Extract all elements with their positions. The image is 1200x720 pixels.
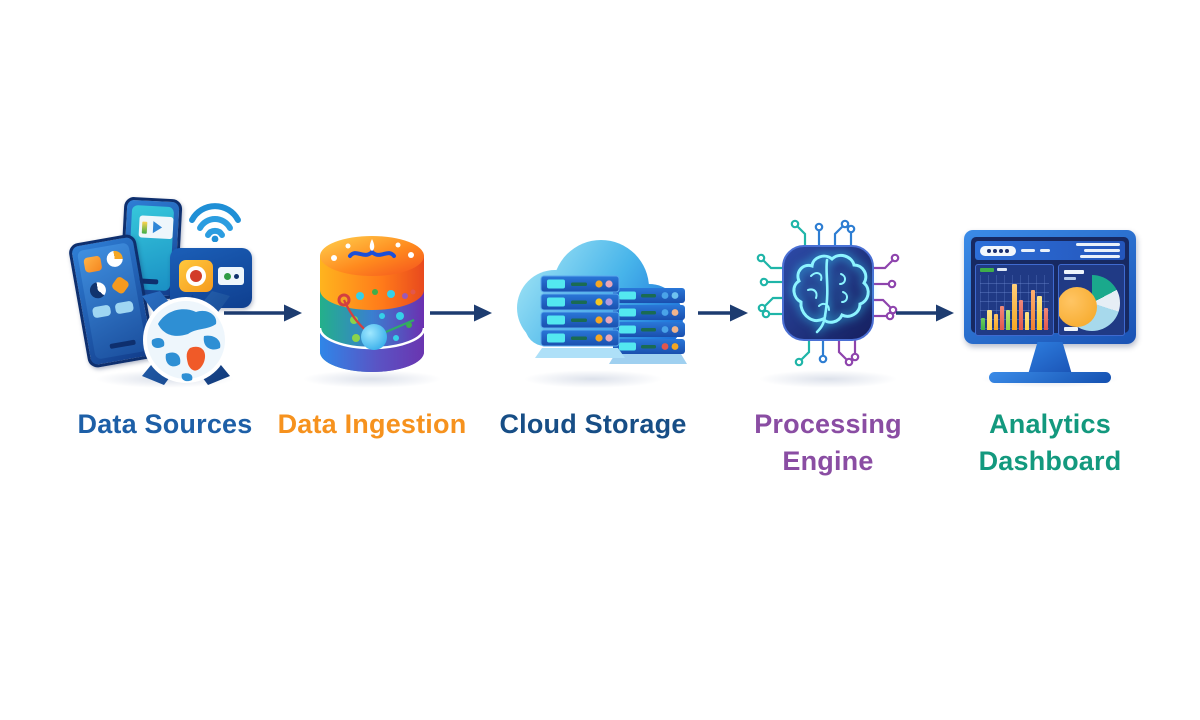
flow-arrow-icon (698, 304, 748, 322)
dashboard-monitor-icon (962, 230, 1138, 390)
globe-icon (142, 291, 230, 385)
analytics-dashboard-icon (950, 190, 1150, 390)
stage-label: Data Sources (77, 409, 253, 439)
stage-label: Analytics Dashboard (978, 409, 1122, 476)
server-rack-right (609, 288, 687, 364)
data-sources-icon (60, 190, 270, 390)
stage-label: Processing Engine (754, 409, 902, 476)
stage-data-sources: Data Sources (60, 190, 270, 490)
stage-data-ingestion: Data Ingestion (267, 190, 477, 490)
flow-arrow-icon (224, 304, 302, 322)
server-rack-left (535, 275, 625, 358)
ai-brain-chip-icon (756, 219, 900, 367)
stage-analytics-dashboard: Analytics Dashboard (950, 190, 1150, 490)
data-ingestion-icon (267, 190, 477, 390)
processing-engine-icon (738, 190, 918, 390)
monitor-stand (1028, 342, 1072, 374)
dashboard-topbar (975, 241, 1125, 260)
monitor-base (989, 372, 1111, 383)
flow-arrow-icon (430, 304, 492, 322)
icon-shadow (758, 370, 898, 388)
flow-arrow-icon (896, 304, 954, 322)
stage-label: Cloud Storage (499, 409, 687, 439)
database-cylinder-icon (318, 236, 426, 372)
stage-cloud-storage: Cloud Storage (488, 190, 698, 490)
cloud-servers-icon (517, 240, 687, 364)
bar-chart-panel (975, 264, 1054, 336)
icon-shadow (523, 370, 663, 388)
icon-shadow (302, 370, 442, 388)
pie-chart-panel (1057, 264, 1125, 336)
cloud-storage-icon (488, 190, 698, 390)
wifi-icon (189, 203, 241, 242)
stage-label: Data Ingestion (277, 409, 467, 439)
stage-processing-engine: Processing Engine (738, 190, 918, 490)
